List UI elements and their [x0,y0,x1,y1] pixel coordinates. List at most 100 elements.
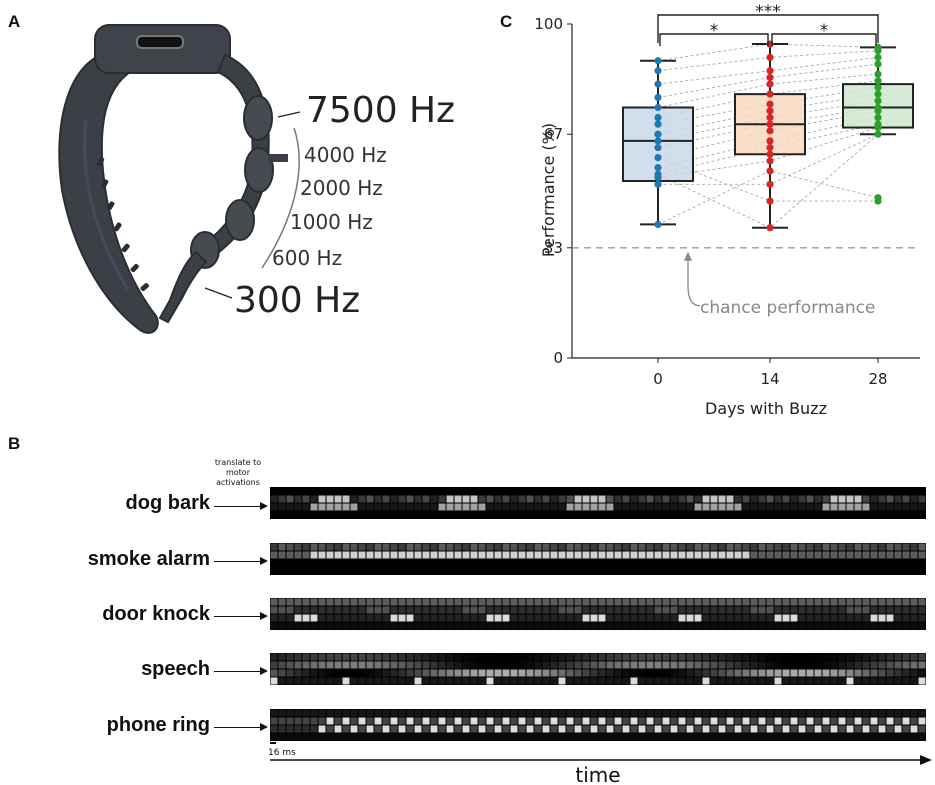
heatmap-cell [854,598,862,606]
heatmap-cell [662,709,670,717]
heatmap-cell [902,677,910,685]
heatmap-cell [718,653,726,661]
heatmap-cell [510,669,518,677]
heatmap-cell [294,551,302,559]
heatmap-cell [774,551,782,559]
heatmap-cell [910,717,918,725]
heatmap-cell [614,653,622,661]
heatmap-cell [598,598,606,606]
heatmap-cell [782,495,790,503]
heatmap-cell [582,567,590,575]
heatmap-cell [630,567,638,575]
heatmap-cell [838,606,846,614]
heatmap-cell [814,725,822,733]
heatmap-cell [510,559,518,567]
heatmap-cell [798,559,806,567]
data-point-14 [766,143,774,152]
heatmap-cell [502,559,510,567]
heatmap-cell [534,598,542,606]
heatmap-cell [734,733,742,741]
heatmap-cell [390,567,398,575]
heatmap-cell [574,606,582,614]
heatmap-cell [662,677,670,685]
panel-b: B translate to motor activations dog bar… [0,430,935,785]
heatmap-cell [542,543,550,551]
heatmap-cell [766,503,774,511]
heatmap-cell [614,567,622,575]
heatmap-cell [838,709,846,717]
heatmap-cell [398,622,406,630]
heatmap-cell [726,709,734,717]
heatmap-cell [542,551,550,559]
heatmap-cell [886,614,894,622]
heatmap-cell [478,653,486,661]
heatmap-cell [462,669,470,677]
heatmap-cell [798,543,806,551]
heatmap-cell [358,511,366,519]
heatmap-cell [374,606,382,614]
heatmap-cell [798,677,806,685]
heatmap-cell [502,725,510,733]
heatmap-cell [830,567,838,575]
heatmap-cell [510,567,518,575]
heatmap-cell [310,598,318,606]
heatmap-cell [398,551,406,559]
heatmap-cell [886,511,894,519]
heatmap-cell [518,669,526,677]
heatmap-cell [590,661,598,669]
heatmap-cell [686,606,694,614]
heatmap-cell [518,733,526,741]
heatmap-cell [870,503,878,511]
heatmap-cell [326,503,334,511]
heatmap-cell [502,622,510,630]
heatmap-cell [750,677,758,685]
heatmap-cell [550,567,558,575]
heatmap-cell [822,653,830,661]
heatmap-cell [678,733,686,741]
heatmap-cell [390,614,398,622]
heatmap-cell [486,511,494,519]
heatmap-cell [358,717,366,725]
heatmap-cell [286,567,294,575]
heatmap-cell [614,487,622,495]
heatmap-cell [646,559,654,567]
heatmap-cell [326,598,334,606]
heatmap-cell [310,725,318,733]
heatmap-cell [590,677,598,685]
heatmap-cell [470,709,478,717]
heatmap-cell [758,733,766,741]
heatmap-cell [614,503,622,511]
data-point-28 [874,70,882,78]
heatmap-cell [334,709,342,717]
heatmap-cell [750,503,758,511]
heatmap-cell [622,677,630,685]
heatmap-cell [774,606,782,614]
heatmap-cell [518,551,526,559]
heatmap-cell [550,653,558,661]
heatmap-cell [278,677,286,685]
heatmap-cell [638,559,646,567]
heatmap-cell [822,717,830,725]
heatmap-cell [726,559,734,567]
heatmap-cell [750,733,758,741]
heatmap-cell [438,543,446,551]
heatmap-cell [478,511,486,519]
heatmap-cell [534,733,542,741]
heatmap-cell [366,733,374,741]
heatmap-cell [894,653,902,661]
heatmap-cell [422,551,430,559]
heatmap-cell [894,733,902,741]
heatmap-cell [590,725,598,733]
heatmap-cell [486,733,494,741]
heatmap-cell [534,511,542,519]
heatmap-cell [886,495,894,503]
heatmap-cell [878,598,886,606]
heatmap-cell [886,709,894,717]
heatmap-cell [286,709,294,717]
heatmap-cell [358,598,366,606]
heatmap-cell [598,614,606,622]
heatmap-cell [486,503,494,511]
heatmap-cell [502,653,510,661]
heatmap-cell [582,653,590,661]
heatmap-cell [598,503,606,511]
